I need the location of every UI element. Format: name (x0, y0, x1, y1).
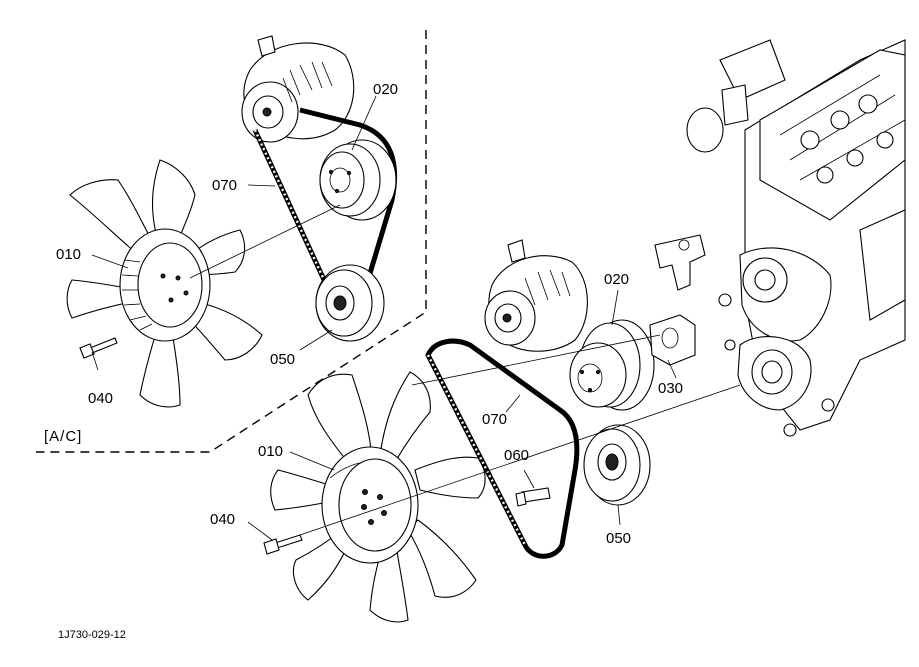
inset-leader-lines (91, 95, 377, 371)
main-bolt (263, 534, 303, 555)
main-fan (270, 371, 486, 623)
inset-pulley-upper (319, 139, 397, 221)
main-bolt-060 (515, 487, 551, 507)
inset-fan (66, 159, 263, 408)
callout-inset-020: 020 (373, 81, 398, 98)
main-alternator (484, 239, 588, 352)
inset-pulley-lower (315, 264, 385, 342)
callout-inset-010: 010 (56, 246, 81, 263)
callout-inset-040: 040 (88, 390, 113, 407)
main-pulley-upper (569, 319, 655, 411)
callout-main-040: 040 (210, 511, 235, 528)
callout-main-070: 070 (482, 411, 507, 428)
callout-labels: 020 070 010 050 040 020 030 070 010 060 … (56, 81, 683, 547)
engine-block (654, 39, 906, 437)
callout-main-050: 050 (606, 530, 631, 547)
callout-main-030: 030 (658, 380, 683, 397)
callout-inset-050: 050 (270, 351, 295, 368)
ac-inset-label: [A/C] (44, 428, 82, 445)
figure-code: 1J730-029-12 (58, 629, 126, 641)
inset-alternator (241, 35, 355, 143)
main-spacer (649, 314, 696, 366)
inset-bolt (79, 337, 118, 359)
main-pulley-lower (583, 424, 651, 506)
ac-inset-boundary (36, 30, 427, 453)
main-belt (425, 338, 580, 559)
callout-inset-070: 070 (212, 177, 237, 194)
callout-main-020: 020 (604, 271, 629, 288)
main-leader-lines (247, 289, 741, 541)
callout-main-060: 060 (504, 447, 529, 464)
callout-main-010: 010 (258, 443, 283, 460)
